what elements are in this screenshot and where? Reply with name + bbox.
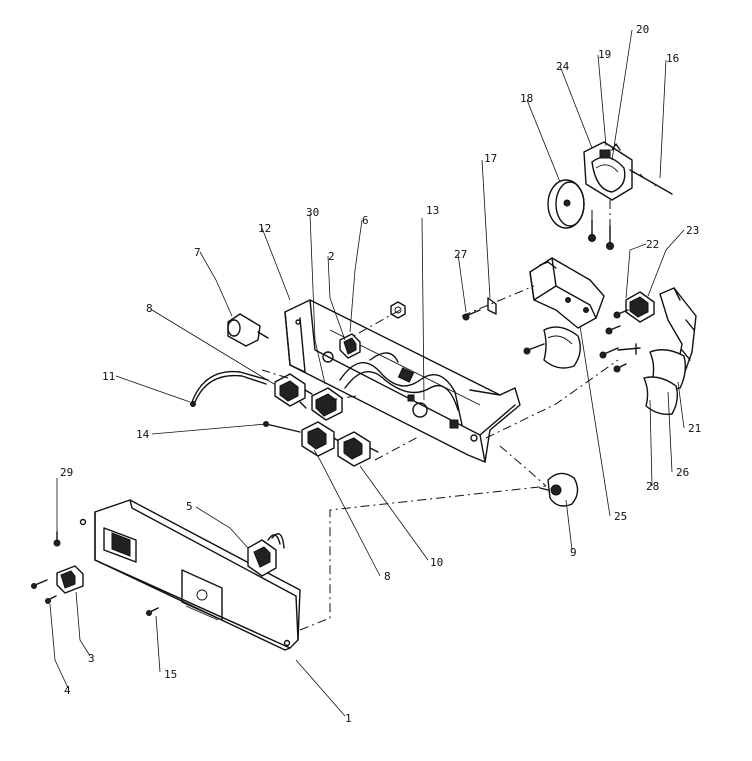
screw-part-4 <box>31 579 57 604</box>
screws-part-21-lower <box>599 325 641 373</box>
callout-leader-lines <box>49 29 685 717</box>
switch-part-30 <box>311 387 343 421</box>
callout-8: 8 <box>146 302 153 315</box>
screws-part-24 <box>588 219 614 250</box>
callout-3: 3 <box>88 652 95 665</box>
callout-18: 18 <box>520 92 533 105</box>
light-socket-part-5 <box>247 533 285 577</box>
callout-29: 29 <box>60 466 73 479</box>
assembly-center-lines <box>261 200 619 631</box>
switch-part-10 <box>337 431 379 467</box>
control-panel-part <box>79 499 301 651</box>
switch-part-23 <box>625 291 655 323</box>
switch-part-8-lower <box>301 421 341 457</box>
callout-28: 28 <box>646 480 659 493</box>
nut-part <box>390 301 406 319</box>
callout-22: 22 <box>646 238 659 251</box>
callout-25: 25 <box>614 510 627 523</box>
screw-part-15 <box>146 607 159 616</box>
callout-16: 16 <box>666 52 679 65</box>
callout-30: 30 <box>306 206 319 219</box>
callout-2: 2 <box>328 250 335 263</box>
callout-1: 1 <box>345 712 352 725</box>
callout-9: 9 <box>570 546 577 559</box>
callout-10: 10 <box>430 556 443 569</box>
screw-part-17 <box>487 297 497 315</box>
wire-lead-part-11 <box>190 370 269 407</box>
callout-23: 23 <box>686 224 699 237</box>
callout-24: 24 <box>556 60 570 73</box>
screw-part-29 <box>53 531 61 547</box>
callout-21: 21 <box>688 422 701 435</box>
callout-14: 14 <box>136 428 150 441</box>
gear-motor-part-19 <box>583 141 633 201</box>
screw-part-22 <box>613 309 629 319</box>
callout-11: 11 <box>102 370 115 383</box>
callout-19: 19 <box>598 48 611 61</box>
wire-harness-part-13 <box>339 352 463 429</box>
callout-12: 12 <box>258 222 271 235</box>
actuator-bracket-part-25 <box>523 257 605 369</box>
callout-13: 13 <box>426 204 439 217</box>
shaft-part-16 <box>629 169 673 195</box>
grommet-part-30 <box>322 351 334 363</box>
callout-7: 7 <box>194 246 201 259</box>
motor-part-9 <box>539 472 579 507</box>
callout-15: 15 <box>164 668 177 681</box>
switch-part-3 <box>56 565 84 594</box>
callout-4: 4 <box>64 684 71 697</box>
callout-17: 17 <box>484 152 497 165</box>
callout-26: 26 <box>676 466 689 479</box>
callout-8-lower: 8 <box>384 570 391 583</box>
screw-part-14 <box>263 421 301 433</box>
callout-5: 5 <box>186 500 193 513</box>
switch-part-8-upper <box>274 373 313 409</box>
callout-27: 27 <box>454 248 467 261</box>
relay-part-7 <box>227 313 269 347</box>
wheel-part-18 <box>547 179 585 229</box>
callout-labels: 1 2 3 4 5 6 7 8 9 10 11 12 13 14 15 16 1… <box>60 23 701 725</box>
callout-20: 20 <box>636 23 649 36</box>
callout-6: 6 <box>362 214 369 227</box>
